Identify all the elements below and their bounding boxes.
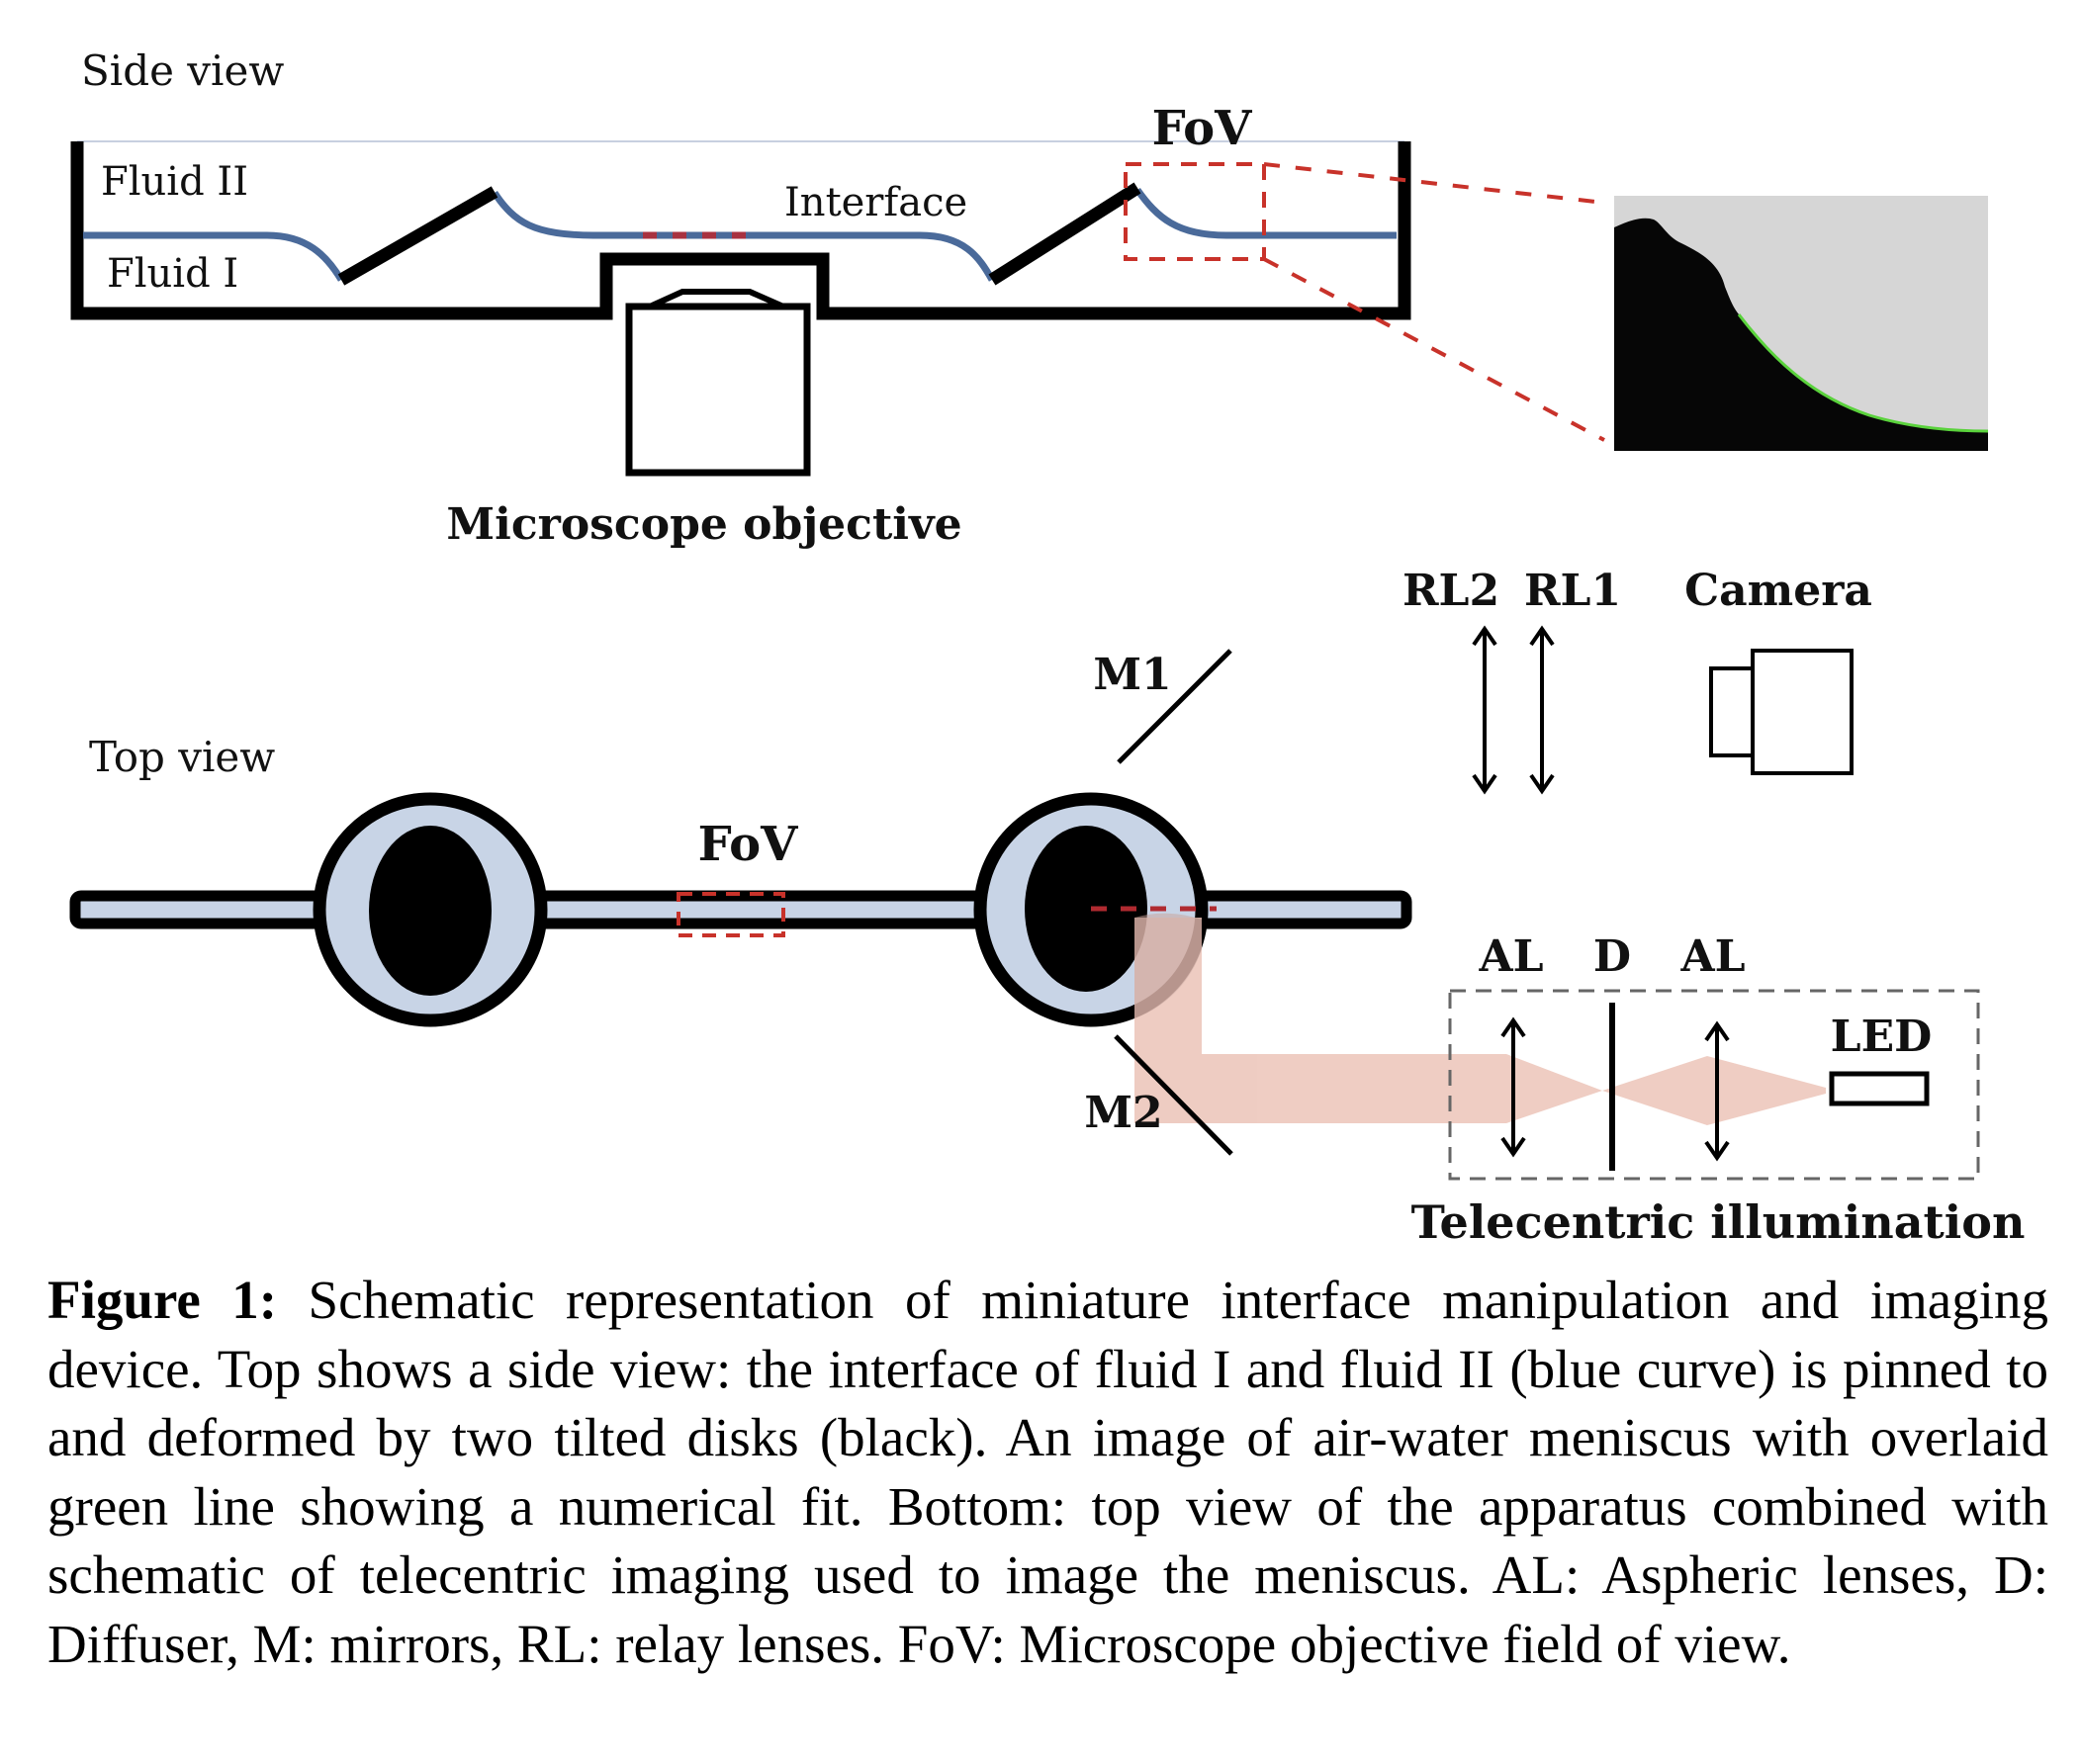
figure-caption: Figure 1: Schematic representation of mi…	[47, 1266, 2048, 1678]
top-view: Top view FoV M1 M2 RL2 RL1	[69, 566, 2026, 1249]
illumination-beam	[1134, 913, 1826, 1125]
rl2-label: RL2	[1402, 566, 1499, 616]
caption-label: Figure 1:	[47, 1270, 278, 1330]
right-tilted-disk	[988, 182, 1141, 286]
led-source	[1829, 1071, 1930, 1106]
fluid-1-label: Fluid I	[107, 251, 238, 297]
diffuser-label: D	[1593, 931, 1631, 982]
relay-lens-rl1	[1529, 625, 1555, 795]
interface-curve	[83, 187, 1397, 282]
meniscus-inset-image	[1614, 196, 1989, 451]
container-wall	[70, 141, 1411, 320]
m2-label: M2	[1084, 1088, 1162, 1138]
left-disk-ring	[313, 792, 548, 1027]
zoom-line-bottom	[1263, 257, 1605, 442]
side-view-title: Side view	[81, 46, 284, 95]
m1-label: M1	[1093, 650, 1171, 700]
aspheric-lens-right	[1704, 1020, 1730, 1162]
objective-label: Microscope objective	[446, 499, 961, 550]
zoom-line-top	[1263, 162, 1605, 205]
interface-label: Interface	[784, 180, 967, 225]
side-fov-label: FoV	[1152, 101, 1252, 156]
led-label: LED	[1831, 1012, 1933, 1062]
caption-text: Schematic representation of miniature in…	[47, 1270, 2048, 1674]
mirror-m1	[1117, 649, 1232, 764]
relay-lens-rl2	[1472, 625, 1497, 795]
al-left-label: AL	[1478, 931, 1543, 982]
left-tilted-disk	[337, 186, 498, 286]
top-fov-box	[677, 892, 785, 937]
camera-icon	[1709, 649, 1854, 775]
rl1-label: RL1	[1524, 566, 1621, 616]
side-fov-box	[1124, 162, 1266, 261]
side-view: Side view Microscope objective Fluid II …	[70, 46, 1989, 550]
mirror-m2	[1114, 1034, 1233, 1156]
microscope-objective	[625, 289, 811, 477]
fluid-2-label: Fluid II	[101, 159, 248, 205]
aspheric-lens-left	[1500, 1016, 1526, 1158]
fit-line	[1737, 313, 1989, 433]
telecentric-label: Telecentric illumination	[1411, 1195, 2026, 1249]
camera-label: Camera	[1684, 566, 1872, 616]
top-fov-label: FoV	[698, 817, 798, 872]
top-view-title: Top view	[89, 733, 275, 781]
al-right-label: AL	[1679, 931, 1745, 982]
telecentric-box	[1448, 989, 1980, 1181]
